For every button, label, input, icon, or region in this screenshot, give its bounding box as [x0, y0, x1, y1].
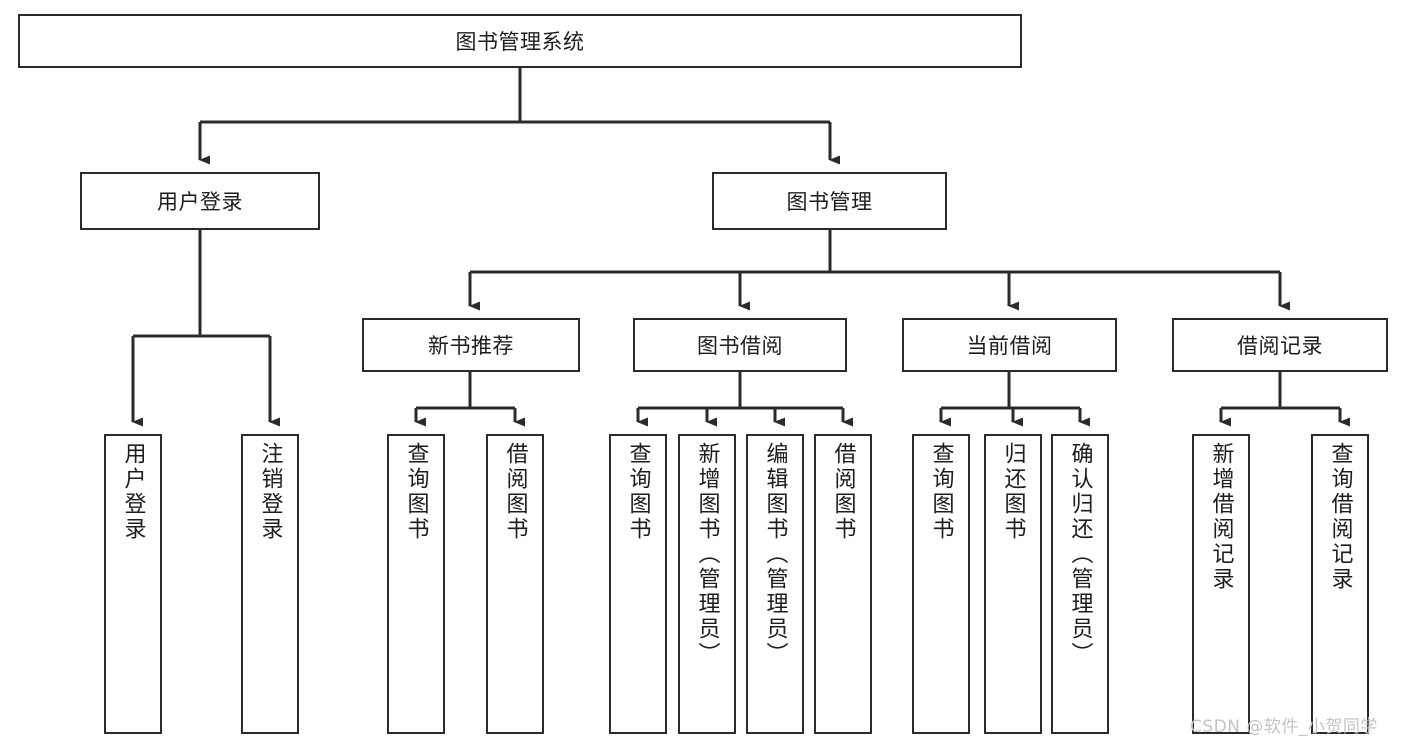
leaf-return-book[interactable]: 归还图书	[984, 434, 1042, 734]
leaf-confirm-return-admin-label: 确认归还（管理员）	[1067, 442, 1093, 667]
leaf-query-borrow-record[interactable]: 查询借阅记录	[1311, 434, 1369, 734]
leaf-borrow-book-1-label: 借阅图书	[502, 442, 528, 542]
leaf-query-book-3-label: 查询图书	[928, 442, 954, 542]
leaf-user-login-label: 用户登录	[120, 442, 146, 542]
node-book-manage-label: 图书管理	[786, 190, 873, 214]
leaf-query-book-2-label: 查询图书	[625, 442, 651, 542]
leaf-query-book-3[interactable]: 查询图书	[912, 434, 970, 734]
leaf-edit-book-admin[interactable]: 编辑图书（管理员）	[746, 434, 804, 734]
leaf-query-borrow-record-label: 查询借阅记录	[1327, 442, 1353, 592]
node-root[interactable]: 图书管理系统	[18, 14, 1022, 68]
node-book-manage[interactable]: 图书管理	[712, 172, 947, 230]
node-root-label: 图书管理系统	[455, 30, 585, 54]
leaf-borrow-book-2[interactable]: 借阅图书	[814, 434, 872, 734]
node-user-login[interactable]: 用户登录	[80, 172, 320, 230]
leaf-query-book-1-label: 查询图书	[403, 442, 429, 542]
leaf-user-login[interactable]: 用户登录	[104, 434, 162, 734]
leaf-borrow-book-2-label: 借阅图书	[830, 442, 856, 542]
leaf-add-borrow-record[interactable]: 新增借阅记录	[1192, 434, 1250, 734]
node-borrow-record-label: 借阅记录	[1237, 334, 1323, 358]
node-current-borrow[interactable]: 当前借阅	[902, 318, 1117, 372]
csdn-watermark: CSDN @软件_小贺同学	[1190, 717, 1378, 737]
node-user-login-label: 用户登录	[157, 190, 243, 214]
leaf-confirm-return-admin[interactable]: 确认归还（管理员）	[1051, 434, 1109, 734]
leaf-edit-book-admin-label: 编辑图书（管理员）	[762, 442, 788, 667]
leaf-return-book-label: 归还图书	[1000, 442, 1026, 542]
node-borrow-record[interactable]: 借阅记录	[1172, 318, 1388, 372]
node-book-borrow-label: 图书借阅	[697, 334, 783, 358]
leaf-query-book-1[interactable]: 查询图书	[387, 434, 445, 734]
node-book-borrow[interactable]: 图书借阅	[633, 318, 847, 372]
leaf-add-borrow-record-label: 新增借阅记录	[1208, 442, 1234, 592]
leaf-logout[interactable]: 注销登录	[241, 434, 299, 734]
leaf-add-book-admin-label: 新增图书（管理员）	[694, 442, 720, 667]
node-new-book-recommend[interactable]: 新书推荐	[362, 318, 580, 372]
leaf-logout-label: 注销登录	[257, 442, 283, 542]
node-new-book-recommend-label: 新书推荐	[428, 334, 514, 358]
leaf-query-book-2[interactable]: 查询图书	[609, 434, 667, 734]
leaf-add-book-admin[interactable]: 新增图书（管理员）	[678, 434, 736, 734]
leaf-borrow-book-1[interactable]: 借阅图书	[486, 434, 544, 734]
node-current-borrow-label: 当前借阅	[966, 334, 1053, 358]
